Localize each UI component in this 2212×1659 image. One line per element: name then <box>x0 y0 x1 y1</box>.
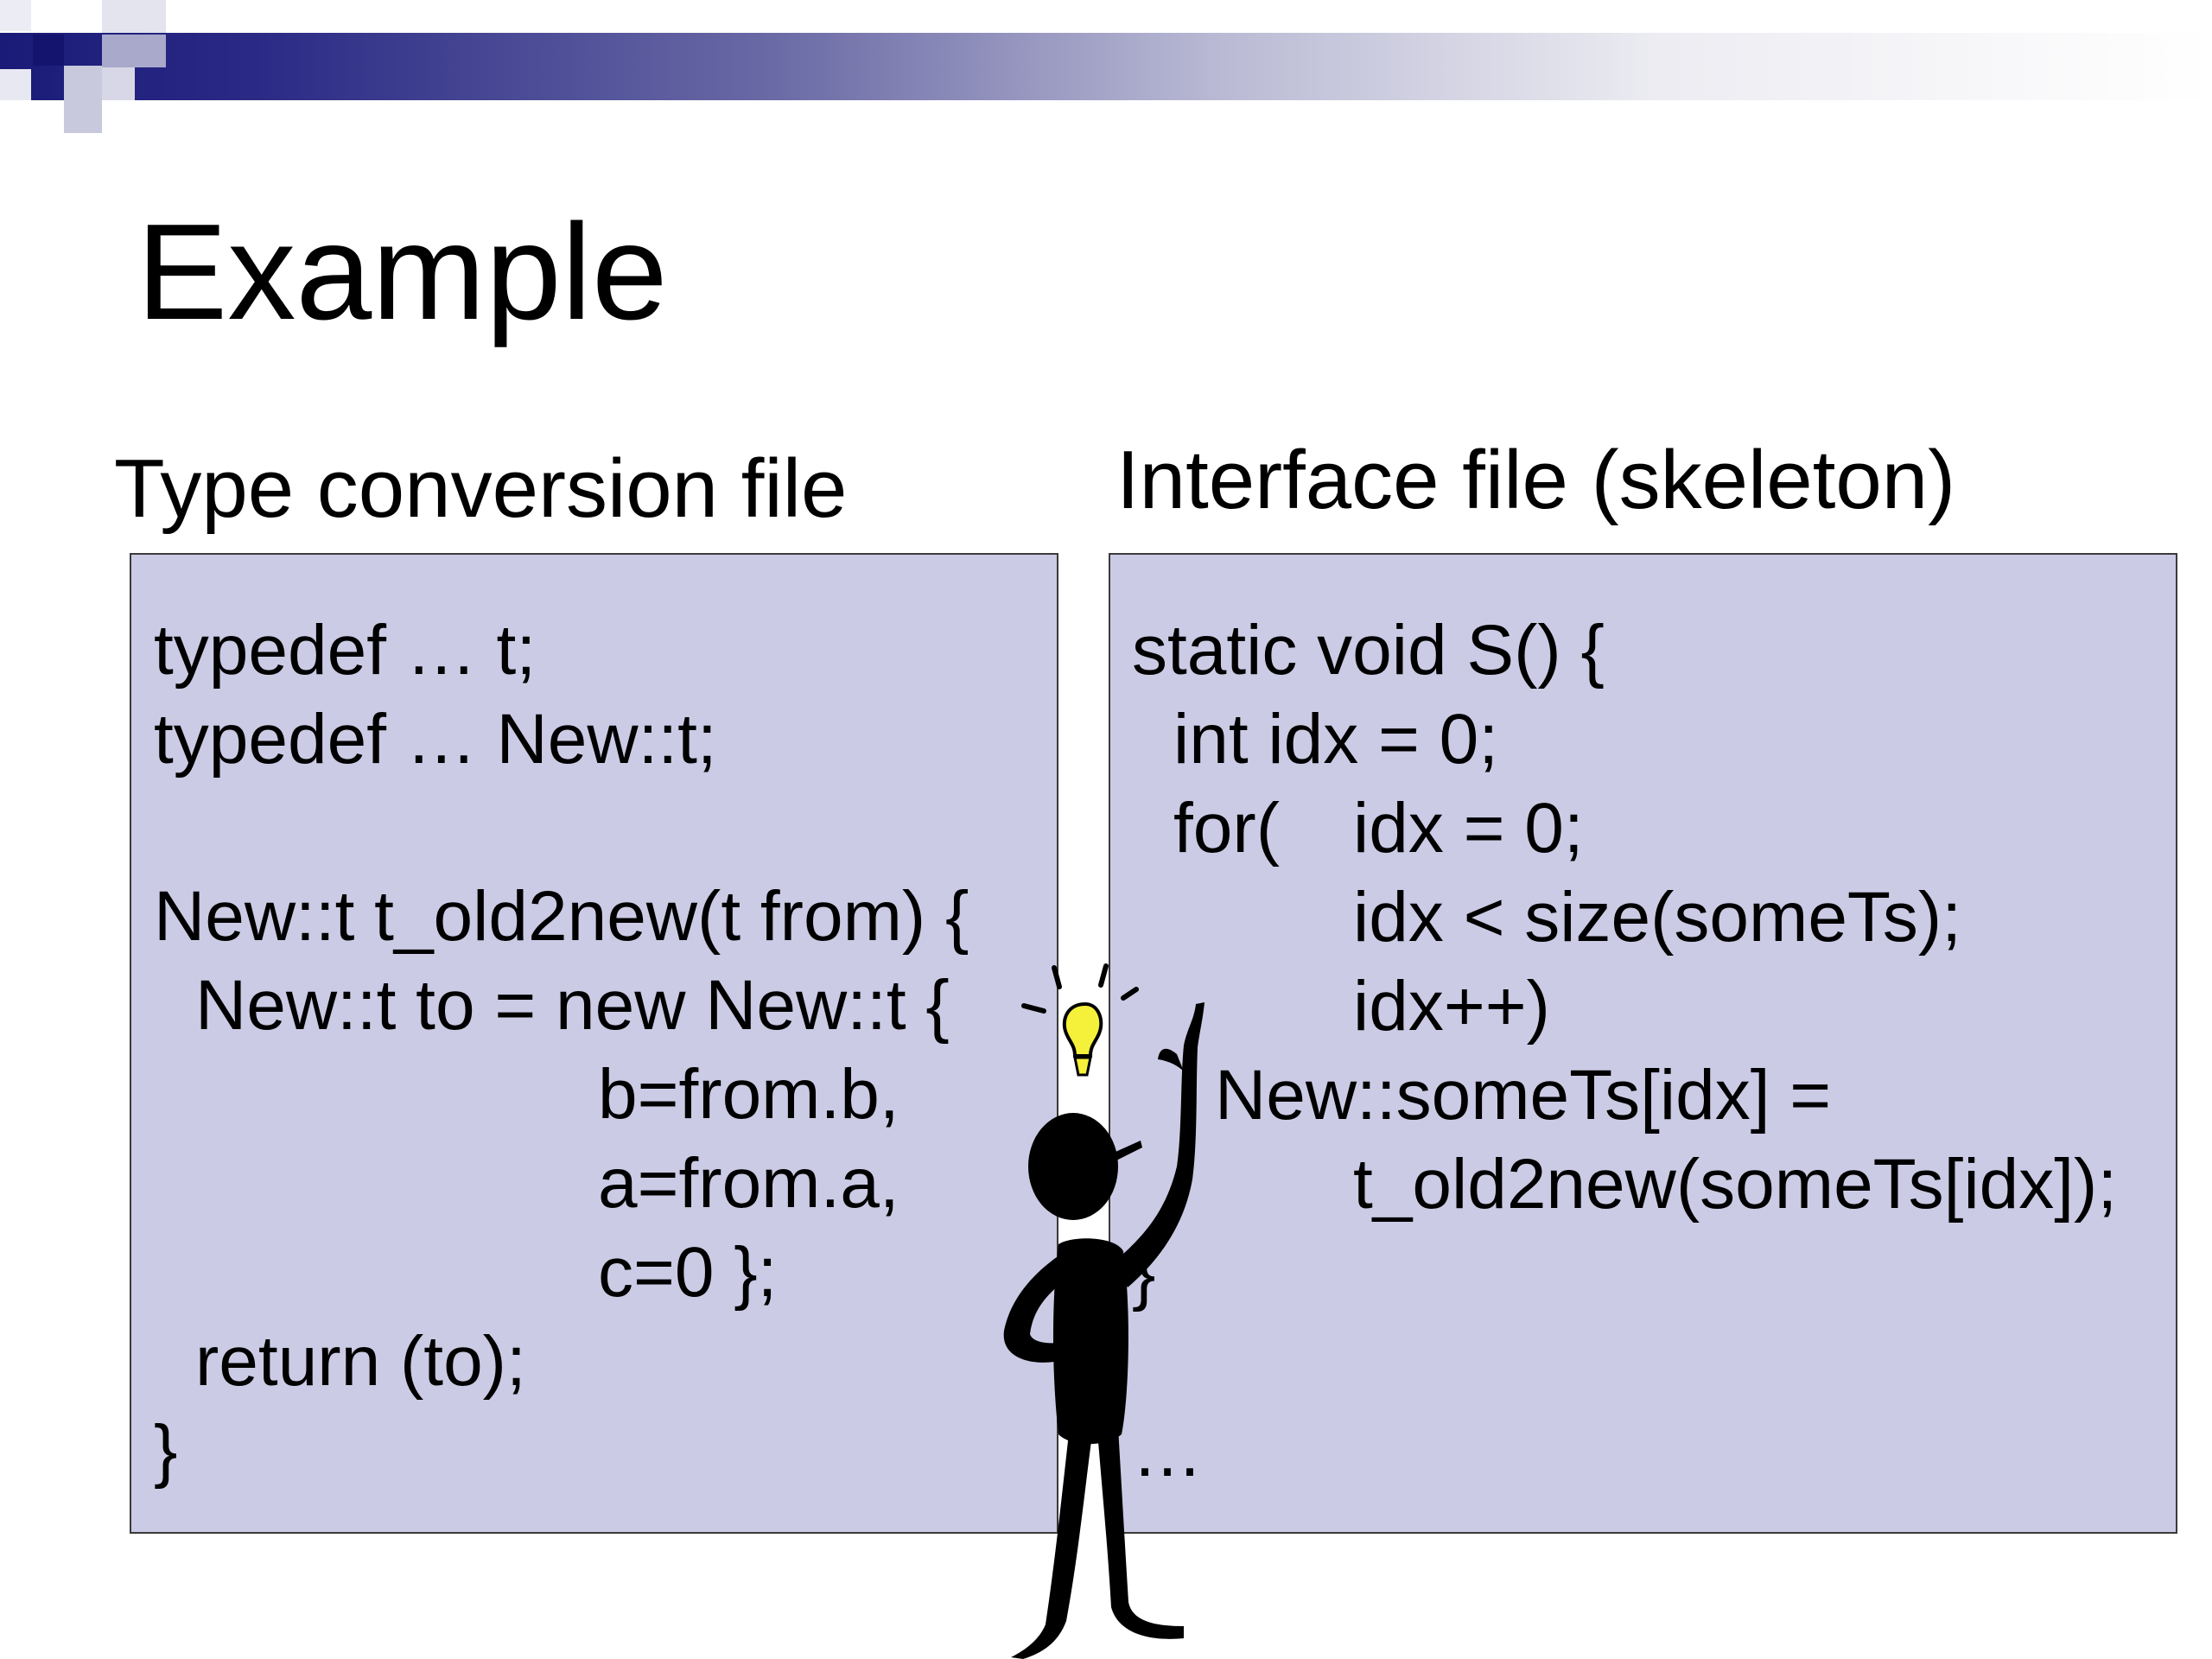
right-code-line: for( <box>1173 789 1280 868</box>
lightbulb-rays <box>1021 963 1139 1014</box>
right-code-line: t_old2new(someTs[idx]); <box>1353 1145 2118 1224</box>
left-code-line: b=from.b, <box>598 1055 899 1134</box>
right-code-line: idx++) <box>1353 967 1550 1046</box>
left-code-line: typedef … New::t; <box>154 700 717 779</box>
right-code-line: New::someTs[idx] = <box>1215 1056 1832 1135</box>
right-code-line: idx < size(someTs); <box>1353 878 1962 957</box>
thinking-stick-figure-icon <box>1003 963 1205 1659</box>
figure-head <box>1028 1113 1118 1220</box>
right-code-line: int idx = 0; <box>1173 700 1499 779</box>
left-code-line: } <box>154 1411 178 1490</box>
slide-title: Example <box>137 196 668 348</box>
left-code-line: New::t t_old2new(t from) { <box>154 877 969 956</box>
left-code-line: a=from.a, <box>598 1144 899 1223</box>
left-code-line: return (to); <box>195 1322 526 1401</box>
header-gradient-bar <box>0 33 2212 100</box>
right-code-line: idx = 0; <box>1353 789 1584 868</box>
figure-raised-arm <box>1115 1002 1205 1287</box>
lightbulb-icon <box>1062 1001 1103 1077</box>
figure-left-leg <box>1011 1426 1092 1659</box>
right-code-line: … <box>1132 1413 1203 1491</box>
figure-body <box>1052 1238 1128 1445</box>
left-code-line: c=0 }; <box>598 1233 778 1312</box>
figure-hip-arm <box>1003 1253 1078 1363</box>
right-code-line: static void S() { <box>1132 611 1605 690</box>
figure-right-leg <box>1097 1427 1184 1639</box>
right-heading: Interface file (skeleton) <box>1116 434 1956 526</box>
type-conversion-panel <box>130 553 1058 1534</box>
left-code-line: typedef … t; <box>154 611 537 690</box>
left-code-line: New::t to = new New::t { <box>195 966 950 1045</box>
interface-skeleton-panel <box>1109 553 2177 1534</box>
left-heading: Type conversion file <box>114 442 848 535</box>
